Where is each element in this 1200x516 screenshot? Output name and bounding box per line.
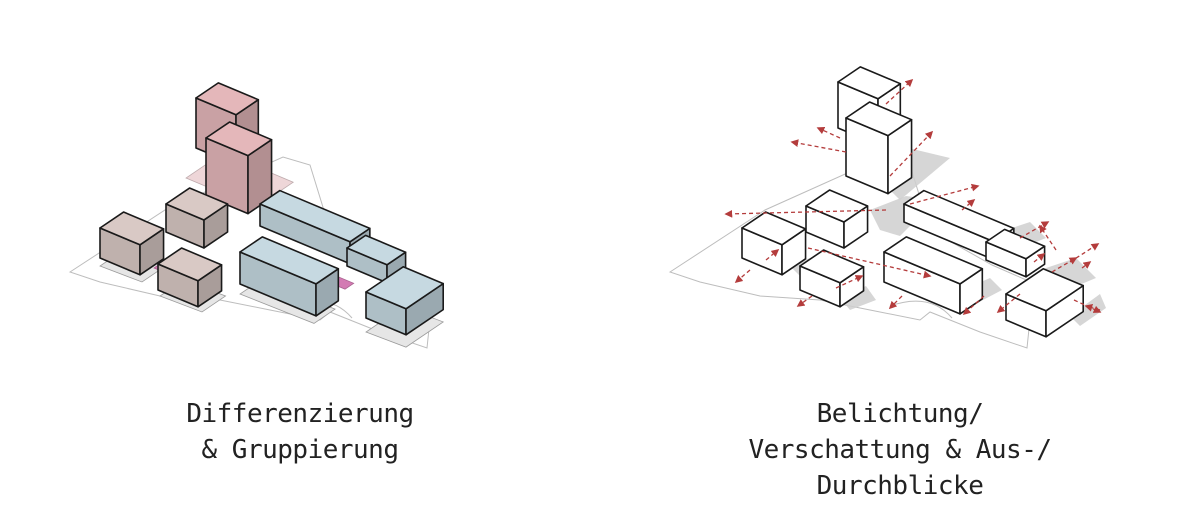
block-top-face <box>805 189 869 223</box>
sightline-arrow <box>888 295 903 310</box>
block-top-face <box>99 211 165 246</box>
block-top-face <box>346 234 407 266</box>
block-white-corner <box>1005 267 1085 338</box>
block-taupe <box>99 211 165 276</box>
block-blue-corner <box>365 265 445 336</box>
tower-pink-front <box>205 121 273 215</box>
sightline-arrow <box>796 295 813 307</box>
block-white <box>805 189 869 249</box>
caption-line: Verschattung & Aus-/ <box>748 435 1052 465</box>
caption-line: Durchblicke <box>816 471 984 501</box>
sightline-arrow <box>1039 224 1057 251</box>
caption-line: Differenzierung <box>186 399 414 429</box>
sightline-arrow <box>1084 303 1101 312</box>
block-blue-large <box>239 236 340 317</box>
block-top-face <box>239 236 340 285</box>
block-top-face <box>205 121 273 157</box>
block-white <box>741 211 807 276</box>
sightline-arrow <box>1033 253 1046 263</box>
sightline-arrow <box>961 199 976 211</box>
sightline-arrow <box>909 183 980 205</box>
block-top-face <box>165 187 229 221</box>
block-top-face <box>741 211 807 246</box>
site-curve <box>889 300 953 319</box>
sightline-arrow <box>790 139 847 153</box>
sightline-arrow <box>885 78 914 105</box>
block-white-large <box>883 236 984 315</box>
sightline-arrow <box>1069 243 1100 263</box>
caption-differenzierung-gruppierung: Differenzierung & Gruppierung <box>100 396 500 468</box>
caption-line: & Gruppierung <box>201 435 400 465</box>
block-top-face <box>157 247 223 282</box>
block-top-face <box>1005 267 1085 312</box>
block-top-face <box>259 189 371 243</box>
sightline-arrow <box>724 209 887 218</box>
block-top-face <box>985 228 1046 260</box>
diagram-differenzierung-gruppierung <box>68 82 445 349</box>
sightline-arrow <box>1081 261 1092 269</box>
sightline-arrow <box>889 130 934 177</box>
sightline-arrow <box>962 295 985 316</box>
shadow <box>840 286 876 310</box>
block-taupe <box>157 247 223 308</box>
caption-line: Belichtung/ <box>816 399 984 429</box>
block-top-face <box>799 249 865 284</box>
tower-white-front <box>845 101 913 195</box>
block-top-face <box>903 189 1015 243</box>
sightline-arrow <box>765 249 780 261</box>
sightline-arrow <box>835 275 864 289</box>
sightline-arrow <box>1019 221 1050 239</box>
sightline-arrow <box>816 127 841 139</box>
diagram-belichtung-verschattung <box>668 66 1106 349</box>
block-top-face <box>883 236 984 285</box>
block-taupe <box>165 187 229 249</box>
sightline-arrow <box>996 293 1021 313</box>
caption-belichtung-verschattung: Belichtung/ Verschattung & Aus-/ Durchbl… <box>700 396 1100 504</box>
sightline-arrow <box>734 269 751 284</box>
block-top-face <box>365 265 445 310</box>
block-top-face <box>837 66 902 100</box>
block-top-face <box>845 101 913 137</box>
block-top-face <box>195 82 260 116</box>
